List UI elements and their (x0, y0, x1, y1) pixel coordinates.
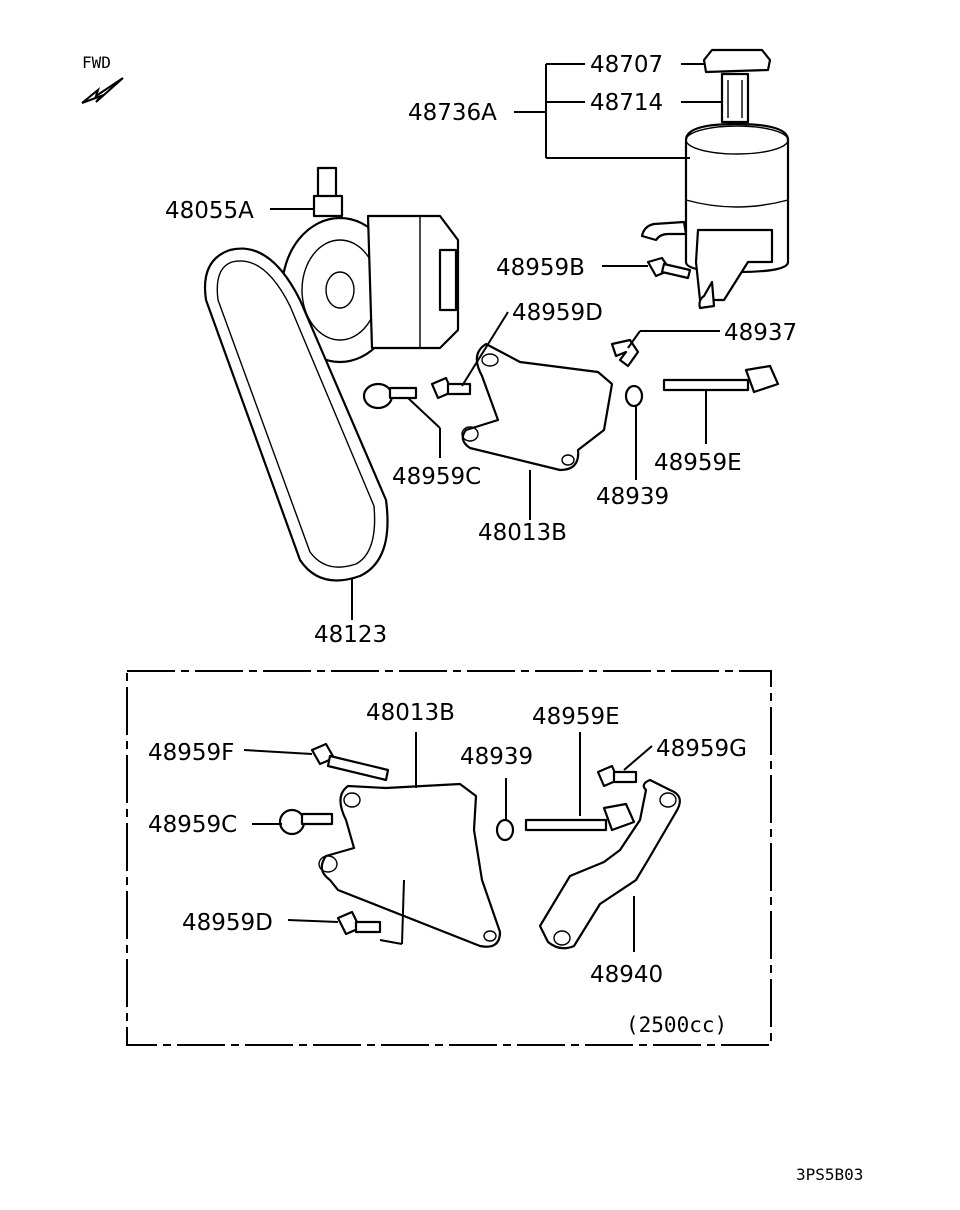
label-48013B-inset: 48013B (366, 700, 455, 726)
label-48736A: 48736A (408, 100, 497, 126)
inset-2500cc: 48013B 48959E 48959F 48939 48959G 48959C… (126, 670, 772, 1046)
label-48939-upper: 48939 (596, 484, 669, 510)
label-48055A: 48055A (165, 198, 254, 224)
label-48123: 48123 (314, 622, 387, 648)
bracket-48013B-inset (318, 782, 502, 948)
label-48959E-upper: 48959E (654, 450, 742, 476)
fwd-indicator: FWD (81, 53, 124, 104)
nut-48939-inset (495, 818, 515, 842)
bolt-48959E-inset (524, 802, 636, 832)
bolt-48959B (646, 256, 692, 280)
bolt-48959D-upper (430, 376, 472, 400)
nut-48939-upper (624, 384, 644, 408)
leader-lines (270, 63, 722, 620)
bolt-48959G (596, 764, 638, 788)
label-48959F: 48959F (148, 740, 234, 766)
label-48959D-inset: 48959D (182, 910, 273, 936)
label-48937: 48937 (724, 320, 797, 346)
clip-48937 (610, 338, 640, 368)
label-48959D-upper: 48959D (512, 300, 603, 326)
label-48959E-inset: 48959E (532, 704, 620, 730)
label-48939-inset: 48939 (460, 744, 533, 770)
bolt-48959D-inset (336, 910, 382, 936)
bolt-48959F (310, 742, 390, 782)
label-48714: 48714 (590, 90, 663, 116)
label-48959G: 48959G (656, 736, 747, 762)
label-48959C-inset: 48959C (148, 812, 237, 838)
brace-48940 (538, 778, 681, 950)
label-48707: 48707 (590, 52, 663, 78)
fwd-label: FWD (82, 53, 111, 72)
fwd-arrow-icon (81, 77, 124, 104)
label-48959B: 48959B (496, 255, 585, 281)
diagram-code: 3PS5B03 (796, 1165, 863, 1184)
label-48959C-upper: 48959C (392, 464, 481, 490)
bracket-48013B-upper (461, 342, 614, 472)
label-48940: 48940 (590, 962, 663, 988)
reservoir-tank (640, 48, 790, 310)
bolt-48959C-upper (362, 382, 418, 410)
bolt-48959C-inset (278, 808, 334, 836)
inset-engine-note: (2500cc) (626, 1013, 727, 1037)
label-48013B-upper: 48013B (478, 520, 567, 546)
drive-belt (204, 247, 389, 582)
bolt-48959E-upper (662, 364, 780, 394)
